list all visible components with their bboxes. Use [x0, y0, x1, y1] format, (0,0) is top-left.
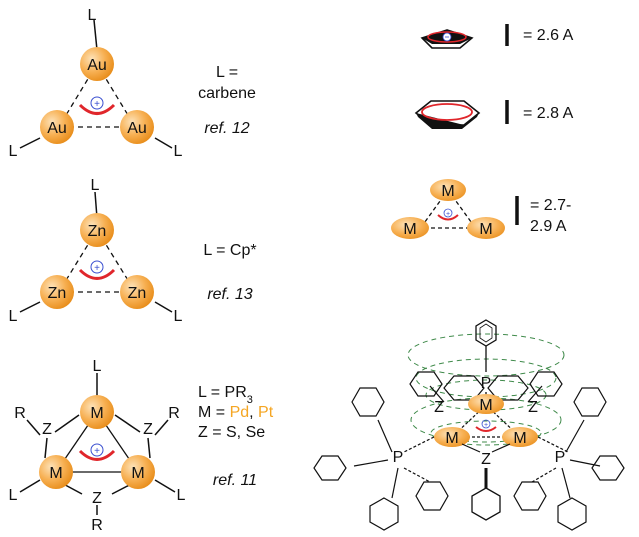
positive-charge-icon: [443, 208, 453, 218]
panel-m: + M M M Z Z Z R R R L L L L = PR3 M = Pd…: [9, 358, 274, 534]
m-atom-right: [467, 217, 505, 239]
atom-label-left: Zn: [48, 285, 67, 302]
z-label: Z: [434, 399, 444, 416]
substituent-label: R: [91, 517, 103, 534]
m-atom-right: [502, 427, 538, 447]
panel-au: + Au Au Au L L L L = carbene ref. 12: [9, 7, 256, 160]
atom-right: [120, 275, 154, 309]
ligand-label: L: [174, 143, 183, 160]
positive-charge-icon: [90, 96, 104, 110]
p-label: P: [481, 375, 492, 392]
reference-label: ref. 12: [204, 120, 249, 137]
atom-label-right: Au: [127, 120, 147, 137]
caption-line2: carbene: [198, 85, 256, 102]
atom-label-left: M: [49, 465, 62, 482]
atom-right: [121, 455, 155, 489]
atom-top: [80, 213, 114, 247]
delocalization-arc: [78, 268, 116, 280]
caption-line1: L =: [216, 64, 238, 81]
atom-right: [120, 110, 154, 144]
z-label: Z: [481, 451, 491, 468]
caption-bridge: Z = S, Se: [198, 424, 265, 441]
ligand-label: L: [9, 487, 18, 504]
atom-left: [39, 455, 73, 489]
cp-distance: = 2.6 A: [523, 27, 574, 44]
svg-text:+: +: [446, 211, 450, 218]
cp-ring: = 2.6 A: [420, 24, 574, 49]
substituent-label: R: [14, 405, 26, 422]
m-label: M: [479, 397, 492, 414]
svg-text:+: +: [484, 422, 488, 429]
atom-left: [40, 110, 74, 144]
m-atom-left: [434, 427, 470, 447]
m-label: M: [441, 183, 454, 200]
atom-label-top: Zn: [88, 223, 107, 240]
ligand-label: L: [9, 308, 18, 325]
positive-charge-icon: [90, 443, 104, 457]
ligand-label: L: [91, 177, 100, 194]
m3-triangle: + M M M = 2.7- 2.9 A: [391, 179, 571, 239]
caption-ligand: L = PR3: [198, 384, 253, 406]
substituent-label: R: [168, 405, 180, 422]
atom-left: [40, 275, 74, 309]
atom-label-right: Zn: [128, 285, 147, 302]
atom-label-top: M: [90, 405, 103, 422]
m-label: M: [403, 221, 416, 238]
delocalization-arc: [78, 449, 116, 461]
svg-text:+: +: [94, 446, 100, 457]
ligand-label: L: [9, 143, 18, 160]
svg-text:+: +: [94, 99, 100, 110]
reference-label: ref. 13: [207, 286, 252, 303]
ligand-label: L: [88, 7, 97, 24]
z-label: Z: [528, 399, 538, 416]
cluster-3d: P Z Z + M M M Z P: [313, 319, 625, 531]
svg-text:+: +: [94, 263, 100, 274]
bridge-label: Z: [92, 490, 102, 507]
m-atom-top: [430, 179, 466, 201]
p-label: P: [393, 449, 404, 466]
reference-label: ref. 11: [213, 472, 257, 489]
positive-charge-icon: [481, 419, 491, 429]
atom-label-right: M: [131, 465, 144, 482]
benzene-distance: = 2.8 A: [523, 105, 574, 122]
bridge-label: Z: [143, 421, 153, 438]
atom-label-top: Au: [87, 57, 107, 74]
delocalization-arc: [78, 103, 116, 115]
atom-top: [80, 47, 114, 81]
m3-distance-line1: = 2.7-: [530, 197, 571, 214]
atom-top: [80, 395, 114, 429]
panel-zn: + Zn Zn Zn L L L L = Cp* ref. 13: [9, 177, 257, 325]
m-label: M: [479, 221, 492, 238]
p-label: P: [555, 449, 566, 466]
ligand-label: L: [93, 358, 102, 375]
ligand-label: L: [174, 308, 183, 325]
m-label: M: [445, 430, 458, 447]
m-label: M: [513, 430, 526, 447]
positive-charge-icon: [90, 260, 104, 274]
atom-label-left: Au: [47, 120, 67, 137]
m3-distance-line2: 2.9 A: [530, 218, 567, 235]
caption-metal: M = Pd, Pt: [198, 404, 274, 421]
bridge-label: Z: [42, 421, 52, 438]
ligand-label: L: [177, 487, 186, 504]
caption: L = Cp*: [203, 242, 256, 259]
m-atom-top: [468, 394, 504, 414]
benzene-ring: = 2.8 A: [414, 100, 574, 129]
m-atom-left: [391, 217, 429, 239]
